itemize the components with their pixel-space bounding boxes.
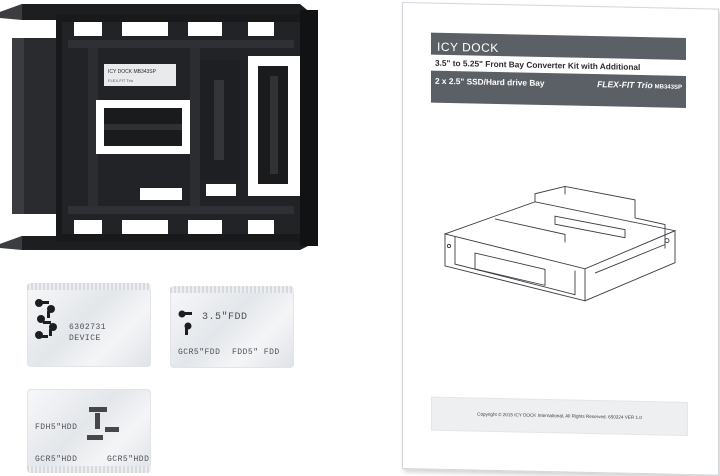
bag-3-label-2: GCR5"HDD <box>35 455 78 464</box>
bag-2-label-1: 3.5"FDD <box>202 312 248 323</box>
screw-cluster-1 <box>35 299 57 339</box>
screw-cluster-3 <box>87 407 119 440</box>
screw-bag-3: FDH5"HDD GCR5"HDD GCR5"HDD <box>27 389 151 473</box>
bracket-label-line1: ICY DOCK MB343SP <box>108 69 157 75</box>
bracket-label-sticker <box>104 64 176 86</box>
screw-cluster-2 <box>178 310 192 335</box>
bracket-left-rail-shade <box>12 38 24 214</box>
model-code: MB343SP <box>654 84 682 91</box>
screw-bag-2: 3.5"FDD GCR5"FDD FDD5" FDD <box>170 286 294 368</box>
drive-bay-bracket-photo: ICY DOCK MB343SP FLEX-FIT Trio <box>0 4 318 250</box>
bag-3-label-3: GCR5"HDD <box>107 455 150 464</box>
manual-header: ICY DOCK 3.5" to 5.25" Front Bay Convert… <box>431 32 686 108</box>
bag-2-label-3: FDD5" FDD <box>232 348 280 357</box>
bag-3-label-1: FDH5"HDD <box>35 423 78 432</box>
product-line-drawing <box>443 185 677 302</box>
instruction-manual: ICY DOCK 3.5" to 5.25" Front Bay Convert… <box>402 2 719 476</box>
manual-copyright: Copyright © 2015 ICY DOCK International,… <box>431 396 688 436</box>
brand-logo: ICY DOCK <box>437 39 499 56</box>
bag-1-label-1: 6302731 <box>69 323 107 332</box>
bracket-label-line2: FLEX-FIT Trio <box>108 78 134 83</box>
bag-2-label-2: GCR5"FDD <box>178 348 221 357</box>
model-name-text: FLEX-FIT Trio <box>597 79 653 91</box>
screw-bag-1: 6302731 DEVICE <box>27 283 151 367</box>
bag-1-label-2: DEVICE <box>69 334 101 343</box>
